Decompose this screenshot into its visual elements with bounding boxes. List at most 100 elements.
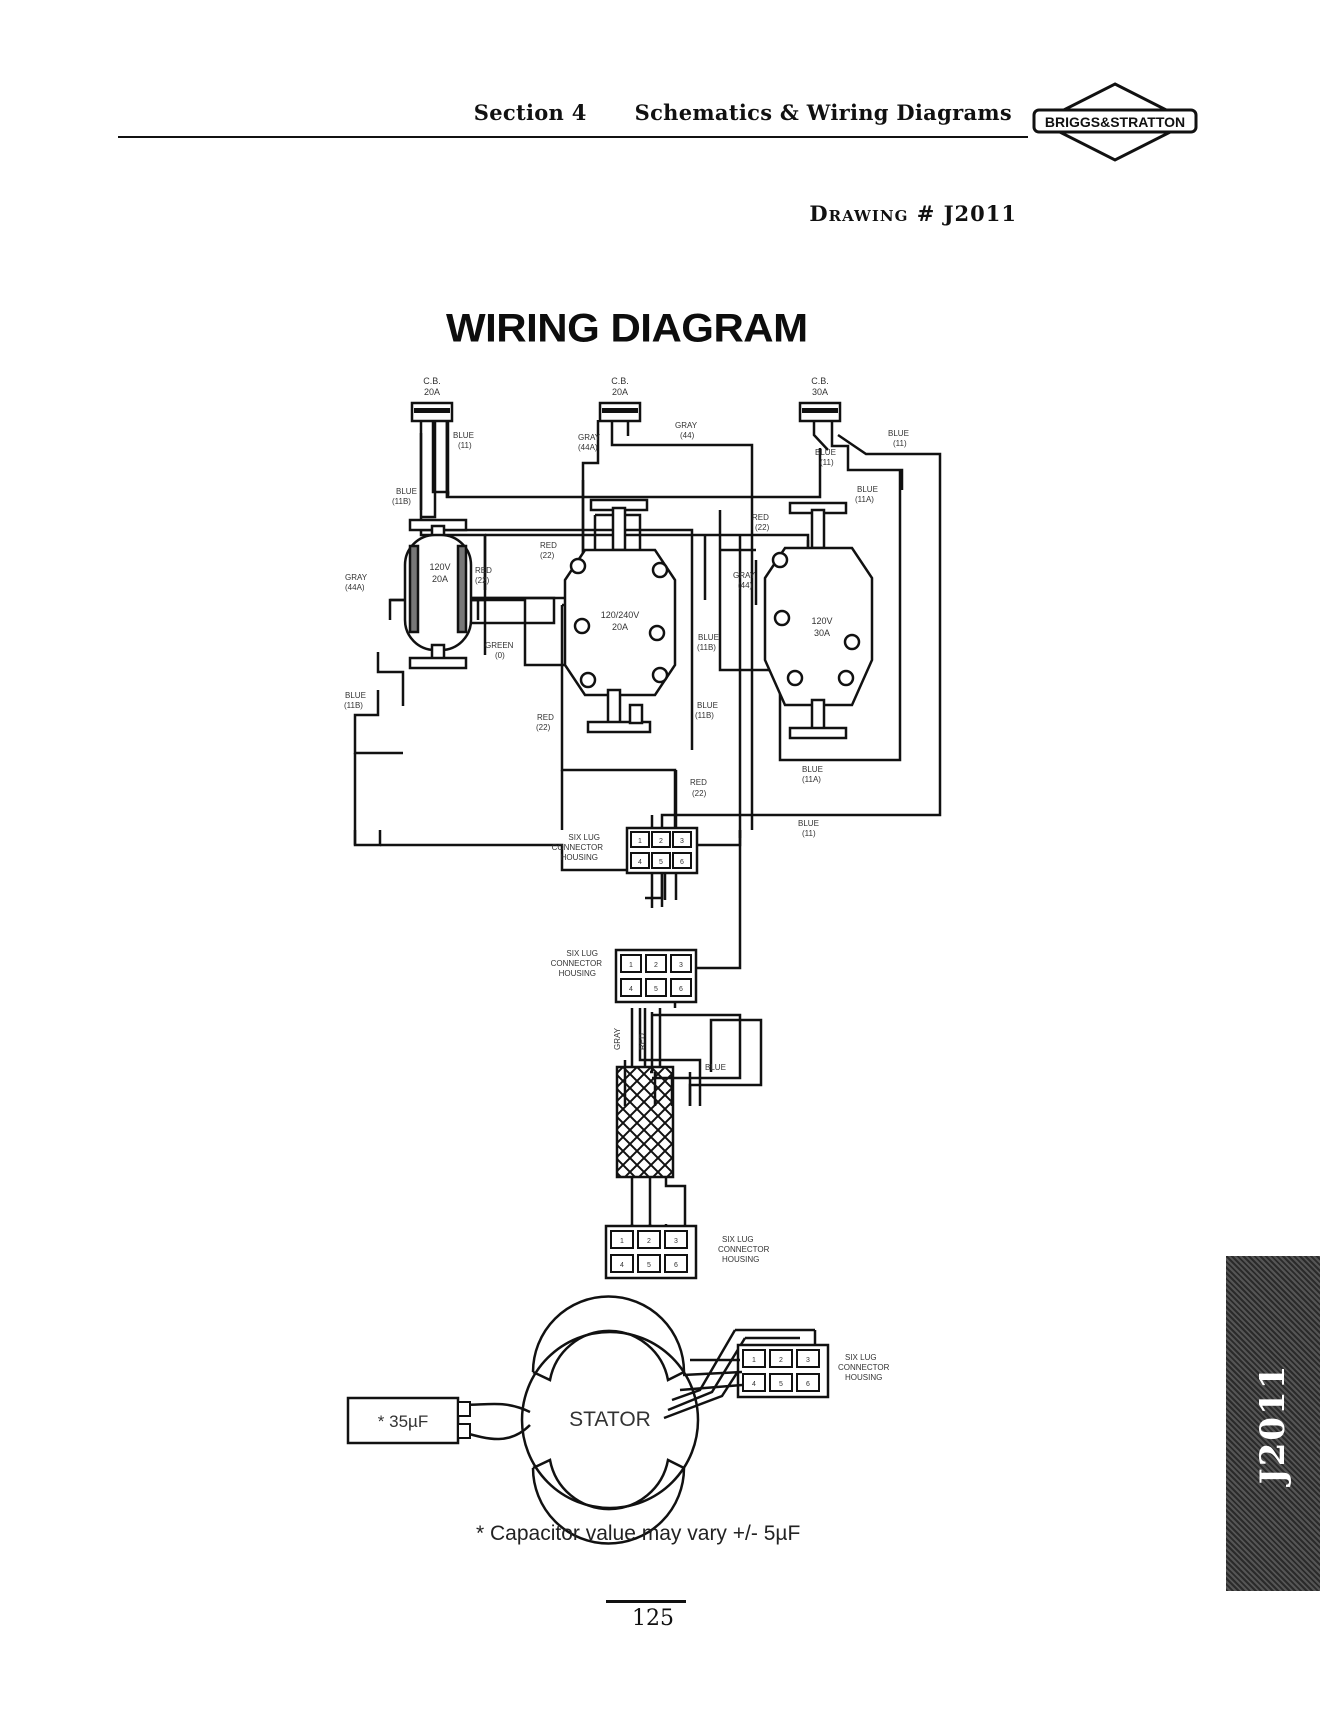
pin: 6 (674, 1262, 678, 1269)
page-number-rule (606, 1600, 686, 1603)
section-title: Schematics & Wiring Diagrams (634, 100, 1012, 125)
wire-label: BLUE (698, 633, 719, 642)
pin: 5 (659, 859, 663, 866)
page-number: 125 (632, 1606, 674, 1631)
wire-label: BLUE (802, 765, 823, 774)
wire-label: GRAY (578, 433, 601, 442)
connector-label: HOUSING (722, 1255, 759, 1264)
wire-label: GRAY (345, 573, 368, 582)
section-label: Section 4 (473, 100, 587, 125)
wire-label: (11) (820, 458, 834, 467)
wire-label: GRAY (733, 571, 756, 580)
pin: 5 (779, 1381, 783, 1388)
circuit-breaker-3: C.B. 30A (798, 376, 842, 423)
connector-label: SIX LUG (568, 833, 600, 842)
pin: 4 (638, 859, 642, 866)
stator: STATOR (520, 1295, 700, 1545)
wire-label: (11B) (695, 711, 714, 720)
wire-label: BLUE (888, 429, 909, 438)
wire-label: RED (537, 713, 554, 722)
capacitor-note: * Capacitor value may vary +/- 5µF (476, 1522, 801, 1545)
wire-label: BLUE (697, 701, 718, 710)
breaker-1-label: C.B. (423, 376, 441, 386)
pin: 3 (680, 838, 684, 845)
circuit-breaker-2: C.B. 20A (598, 376, 642, 423)
wire-label: BLUE (798, 819, 819, 828)
connector-label: SIX LUG (566, 949, 598, 958)
pin: 4 (629, 986, 633, 993)
wire-label: RED (638, 1033, 647, 1050)
wire-harness (615, 1065, 675, 1179)
drawing-prefix: D (809, 201, 829, 226)
wiring-diagram: C.B. 20A C.B. 20A C.B. 30A 120V 20A (344, 376, 942, 1545)
outlet-120v-20a: 120V 20A (403, 518, 473, 670)
outlet-3-voltage: 120V (811, 616, 832, 626)
wire-label: (22) (755, 523, 770, 532)
drawing-prefix-small: RAWING (828, 207, 909, 225)
outlet-120-240v-20a: 120/240V 20A (563, 498, 677, 734)
connector-housing-2: 1 2 3 4 5 6 SIX LUG CONNECTOR HOUSING (551, 948, 698, 1004)
pin: 2 (647, 1238, 651, 1245)
connector-label: HOUSING (845, 1373, 882, 1382)
side-tab-label: J2011 (1253, 1363, 1293, 1484)
connector-label: SIX LUG (722, 1235, 754, 1244)
wire-label: RED (475, 566, 492, 575)
wire-label: (44A) (578, 443, 598, 452)
capacitor: * 35µF (346, 1396, 471, 1445)
wire-label: GRAY (675, 421, 698, 430)
wire-label: BLUE (345, 691, 366, 700)
connector-housing-1: 1 2 3 4 5 6 SIX LUG CONNECTOR HOUSING (552, 826, 699, 875)
wire-label: BLUE (705, 1063, 726, 1072)
wire-label: (44) (680, 431, 695, 440)
breaker-2-rating: 20A (612, 387, 628, 397)
connector-housing-3: 1 2 3 4 5 6 SIX LUG CONNECTOR HOUSING (604, 1224, 770, 1280)
wire-label: RED (752, 513, 769, 522)
breaker-2-label: C.B. (611, 376, 629, 386)
pin: 2 (659, 838, 663, 845)
wire-label: (44A) (345, 583, 365, 592)
wire-label: (22) (540, 551, 555, 560)
pin: 3 (806, 1357, 810, 1364)
breaker-3-label: C.B. (811, 376, 829, 386)
pin: 5 (647, 1262, 651, 1269)
wire-labels: BLUE (11) GRAY (44) GRAY (44A) BLUE (11)… (344, 421, 909, 1072)
briggs-stratton-logo: BRIGGS&STRATTON (1032, 82, 1198, 162)
pin: 2 (779, 1357, 783, 1364)
brand-text: BRIGGS&STRATTON (1045, 114, 1185, 130)
wire-label: (11A) (802, 775, 821, 784)
outlet-2-voltage: 120/240V (601, 610, 640, 620)
header-rule (118, 136, 1028, 138)
pin: 1 (629, 962, 633, 969)
pin: 4 (752, 1381, 756, 1388)
connector-label: CONNECTOR (838, 1363, 890, 1372)
breaker-3-rating: 30A (812, 387, 828, 397)
side-tab: J2011 (1226, 1256, 1320, 1591)
wire-label: BLUE (453, 431, 474, 440)
page-header: Section 4 Schematics & Wiring Diagrams BR… (0, 0, 1320, 162)
wire-label: BLUE (815, 448, 836, 457)
wire-label: (22) (692, 789, 707, 798)
connector-label: HOUSING (559, 969, 596, 978)
outlet-3-amps: 30A (814, 628, 830, 638)
pin: 4 (620, 1262, 624, 1269)
connector-label: CONNECTOR (718, 1245, 770, 1254)
pin: 6 (680, 859, 684, 866)
outlet-1-voltage: 120V (429, 562, 450, 572)
breaker-1-rating: 20A (424, 387, 440, 397)
wire-label: (44) (738, 581, 753, 590)
wire-label: (11) (802, 829, 816, 838)
outlet-1-amps: 20A (432, 574, 448, 584)
pin: 2 (654, 962, 658, 969)
diagram-title: WIRING DIAGRAM (446, 305, 808, 350)
wire-label: RED (540, 541, 557, 550)
pin: 1 (620, 1238, 624, 1245)
wire-label: (0) (495, 651, 505, 660)
pin: 3 (679, 962, 683, 969)
connector-label: HOUSING (561, 853, 598, 862)
wire-label: (11) (893, 439, 907, 448)
circuit-breaker-1: C.B. 20A (410, 376, 454, 423)
pin: 5 (654, 986, 658, 993)
wire-label: RED (690, 778, 707, 787)
pin: 6 (679, 986, 683, 993)
outlet-2-amps: 20A (612, 622, 628, 632)
